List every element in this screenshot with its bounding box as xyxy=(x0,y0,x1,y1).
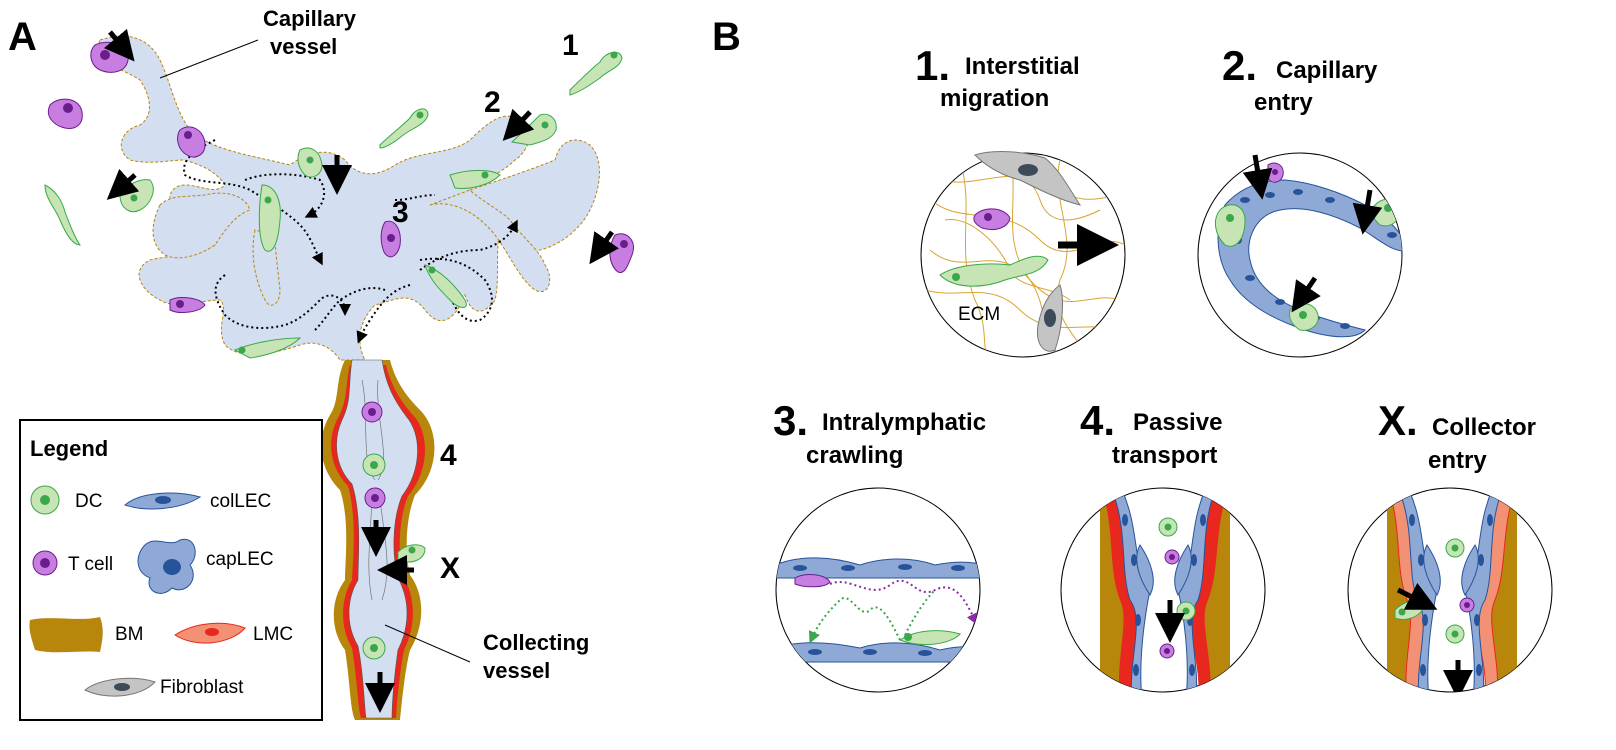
step-4-illustration xyxy=(1060,487,1266,693)
legend-dc-icon xyxy=(30,485,60,515)
collecting-label-leader xyxy=(384,624,471,663)
legend-tcell-label: T cell xyxy=(68,554,113,575)
panel-a-letter: A xyxy=(8,15,37,59)
step-x-illustration xyxy=(1347,487,1553,693)
legend-fibroblast-icon xyxy=(84,677,156,697)
t-cell xyxy=(1164,549,1180,565)
step-2-marker: 2 xyxy=(484,86,501,119)
t-cell xyxy=(47,98,83,129)
legend-bm-label: BM xyxy=(115,624,144,645)
dc xyxy=(44,184,81,246)
t-cell xyxy=(1459,597,1475,613)
collector-lec-outlines xyxy=(361,379,388,601)
legend-tcell-icon xyxy=(32,550,58,576)
dc xyxy=(1445,538,1465,558)
dc xyxy=(362,453,386,477)
step-3-title: 3. Intralymphatic crawling xyxy=(773,397,986,469)
svg-text:entry: entry xyxy=(1428,447,1487,474)
capillary-label-leader xyxy=(159,39,259,79)
dc xyxy=(1176,601,1196,621)
legend-title: Legend xyxy=(30,436,108,461)
fibroblast xyxy=(974,151,1082,206)
step-x-marker: X xyxy=(440,552,460,585)
legend-lmc-label: LMC xyxy=(253,624,293,645)
t-cell xyxy=(361,401,383,423)
t-cell xyxy=(169,297,206,313)
dc xyxy=(569,51,623,96)
capillary-branch-right xyxy=(429,189,551,293)
t-cell xyxy=(609,233,634,274)
dc xyxy=(379,108,429,149)
t-cell xyxy=(380,220,401,258)
legend-collec-icon xyxy=(124,492,202,510)
t-cell xyxy=(1267,162,1284,183)
svg-text:transport: transport xyxy=(1112,442,1217,469)
step-1-marker: 1 xyxy=(562,29,579,62)
dc xyxy=(1158,517,1178,537)
step-4-marker: 4 xyxy=(440,439,457,472)
capillary-branch-left xyxy=(152,192,251,259)
ecm-label: ECM xyxy=(958,304,1000,325)
t-cell xyxy=(364,487,386,509)
legend-collec-label: colLEC xyxy=(210,491,271,512)
legend-bm-icon xyxy=(29,617,103,653)
step-3-marker: 3 xyxy=(392,196,409,229)
capillary-vessel-shape xyxy=(94,35,600,361)
svg-text:Capillary: Capillary xyxy=(1276,57,1378,84)
svg-text:Interstitial: Interstitial xyxy=(965,53,1080,80)
legend-lmc-icon xyxy=(174,622,246,644)
crawling-paths xyxy=(183,139,518,344)
legend-dc-label: DC xyxy=(75,491,102,512)
t-cell xyxy=(177,126,206,158)
panel-b-letter: B xyxy=(712,15,741,59)
step-1-title: 1. Interstitial migration xyxy=(915,42,1080,112)
dc xyxy=(258,184,281,252)
svg-text:1.: 1. xyxy=(915,42,950,89)
svg-text:migration: migration xyxy=(940,85,1049,112)
dc xyxy=(1214,204,1246,247)
dc xyxy=(424,264,467,308)
dc xyxy=(939,255,1049,287)
collector-entry-arrow xyxy=(1396,582,1438,610)
step-3-illustration xyxy=(775,487,981,693)
svg-text:crawling: crawling xyxy=(806,442,903,469)
step-2-illustration xyxy=(1197,152,1403,358)
svg-text:Intralymphatic: Intralymphatic xyxy=(822,409,986,436)
t-cell xyxy=(794,574,831,588)
svg-text:Collector: Collector xyxy=(1432,414,1536,441)
legend-caplec-icon xyxy=(137,538,196,594)
svg-text:2.: 2. xyxy=(1222,42,1257,89)
dc xyxy=(233,337,302,359)
t-cell xyxy=(973,208,1011,231)
collecting-label: Collecting vessel xyxy=(483,630,595,683)
step-4-title: 4. Passive transport xyxy=(1080,397,1222,469)
step-x-title: X. Collector entry xyxy=(1378,397,1536,474)
dc xyxy=(1445,624,1465,644)
dc xyxy=(362,636,386,660)
panel-a-arrows xyxy=(103,28,619,713)
entry-arrows xyxy=(1242,154,1383,313)
legend-caplec-label: capLEC xyxy=(206,549,274,570)
svg-text:entry: entry xyxy=(1254,89,1313,116)
legend-fibroblast-label: Fibroblast xyxy=(160,677,244,698)
t-cell xyxy=(1159,643,1175,659)
svg-text:4.: 4. xyxy=(1080,397,1115,444)
step-1-illustration: ECM xyxy=(920,151,1126,358)
step-2-title: 2. Capillary entry xyxy=(1222,42,1378,116)
dc xyxy=(898,630,961,645)
svg-text:Passive: Passive xyxy=(1133,409,1222,436)
capillary-label: Capillary vessel xyxy=(263,6,362,59)
svg-text:X.: X. xyxy=(1378,397,1418,444)
legend: Legend DC colLEC T cell capLEC BM LMC Fi… xyxy=(19,419,323,721)
svg-text:3.: 3. xyxy=(773,397,808,444)
